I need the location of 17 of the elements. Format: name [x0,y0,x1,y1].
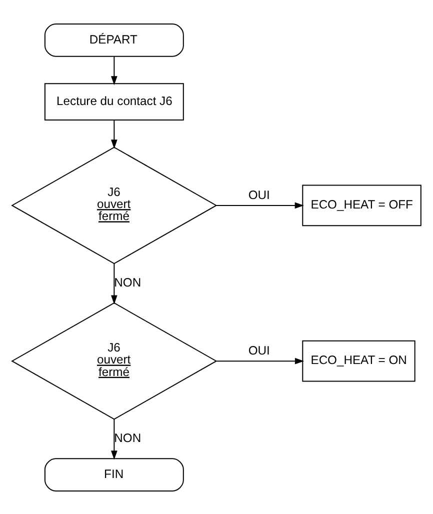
node-diamond: J6 ouvert fermé [11,302,218,420]
node-box: DÉPART [44,23,184,56]
node-box: ECO_HEAT = ON [302,340,416,382]
arrow [216,357,304,364]
arrow [110,418,118,460]
node-diamond: J6 ouvert fermé [11,146,218,264]
edge-label: OUI [248,343,270,358]
node-box: Lecture du contact J6 [44,82,184,120]
arrow [110,120,118,148]
arrow [110,56,118,85]
edge-label: OUI [248,187,270,202]
node-box: FIN [44,458,184,491]
edge-label: NON [114,430,142,445]
node-box: ECO_HEAT = OFF [302,184,422,226]
edge-label: NON [114,274,142,289]
arrow [216,202,304,208]
arrow [110,263,118,304]
